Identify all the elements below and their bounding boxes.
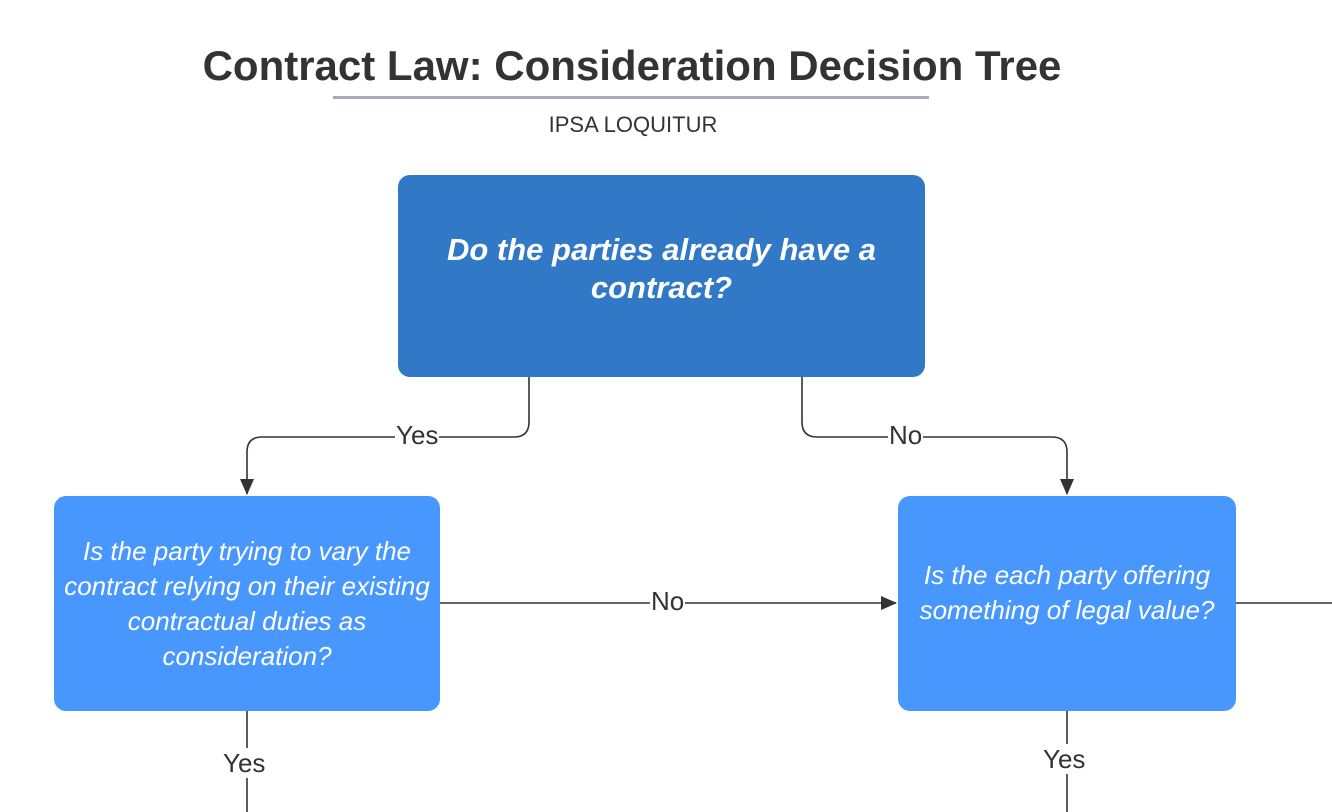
edge-label-yes-root-left: Yes (395, 420, 440, 450)
title-underline (333, 96, 929, 99)
decision-node-existing-contract: Do the parties already have a contract? (398, 175, 925, 377)
edge-label-no-left-right: No (650, 586, 686, 616)
page-subtitle: IPSA LOQUITUR (548, 112, 718, 137)
connector-root-to-left (240, 377, 530, 495)
edge-label-yes-left-down: Yes (222, 748, 267, 778)
edge-label-no-root-right: No (888, 420, 924, 450)
decision-node-existing-duties: Is the party trying to vary the contract… (54, 496, 440, 711)
connector-root-to-right (801, 377, 1074, 495)
decision-node-legal-value: Is the each party offering something of … (898, 496, 1236, 711)
page-title: Contract Law: Consideration Decision Tre… (202, 42, 1062, 89)
decision-node-text: Is the each party offering something of … (919, 559, 1215, 625)
decision-node-text: Do the parties already have a contract? (446, 232, 877, 305)
edge-label-yes-right-down: Yes (1042, 744, 1087, 774)
decision-node-text: Is the party trying to vary the contract… (64, 535, 430, 671)
